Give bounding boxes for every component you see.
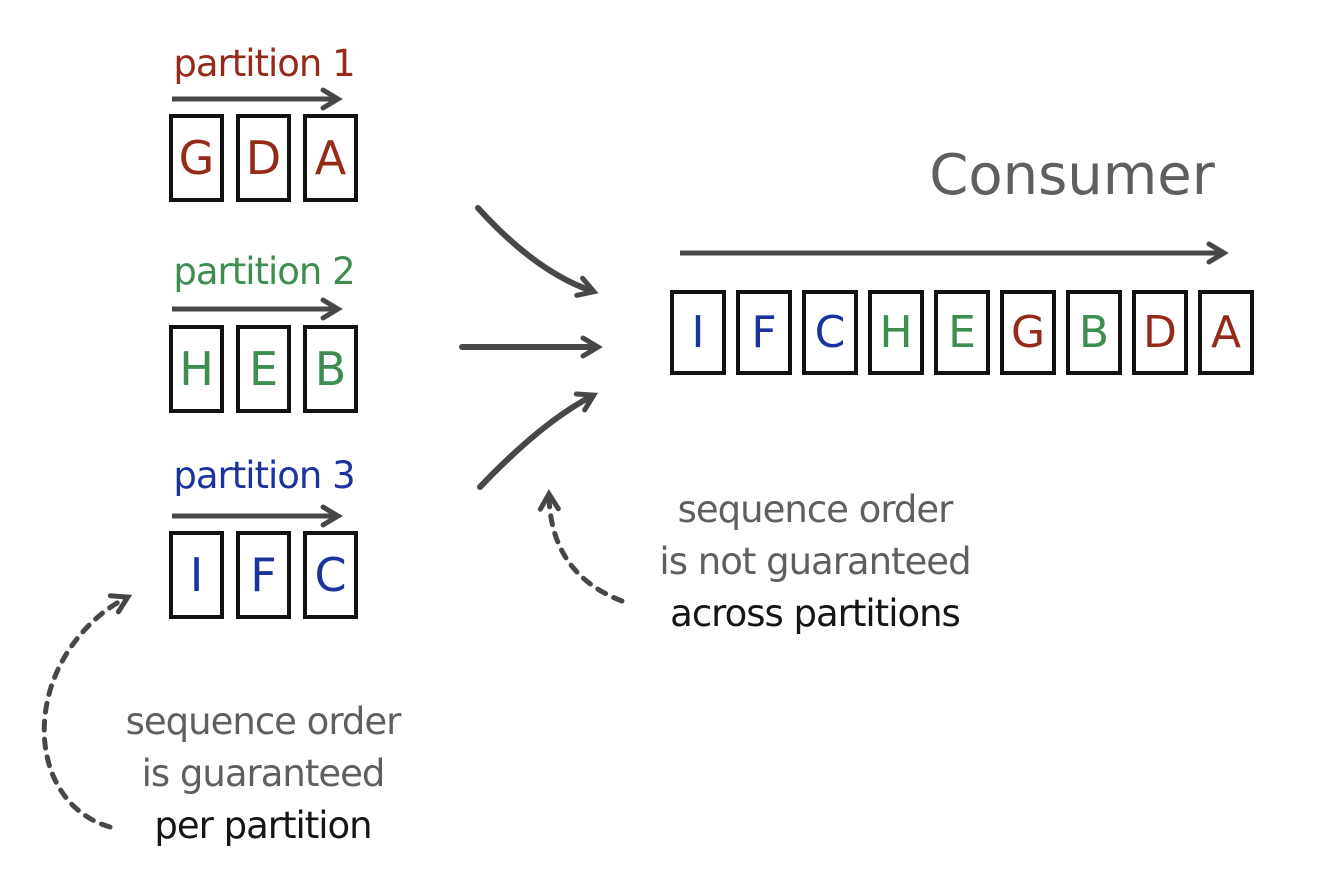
consumer-messages: I F C H E G B D A bbox=[670, 290, 1254, 375]
message-box: I bbox=[670, 290, 726, 375]
message-box: F bbox=[736, 290, 792, 375]
message-box: C bbox=[303, 531, 358, 619]
annotation-per-partition: sequence order is guaranteed per partiti… bbox=[83, 696, 443, 851]
message-box: E bbox=[236, 325, 291, 413]
message-box: F bbox=[236, 531, 291, 619]
partition-3-label: partition 3 bbox=[173, 454, 355, 497]
annotation-emphasis: per partition bbox=[154, 803, 372, 847]
partition-2-messages: H E B bbox=[169, 325, 358, 413]
annotation-line: is guaranteed bbox=[141, 751, 386, 795]
message-box: A bbox=[303, 114, 358, 202]
message-box: D bbox=[236, 114, 291, 202]
message-box: A bbox=[1198, 290, 1254, 375]
message-box: D bbox=[1132, 290, 1188, 375]
annotation-line: sequence order bbox=[677, 488, 954, 531]
message-box: E bbox=[934, 290, 990, 375]
partition-2-label: partition 2 bbox=[173, 250, 355, 293]
message-box: G bbox=[169, 114, 224, 202]
message-box: B bbox=[1066, 290, 1122, 375]
annotation-across-partitions: sequence order is not guaranteed across … bbox=[625, 484, 1005, 639]
merge-arrow-top bbox=[475, 205, 599, 298]
message-box: H bbox=[169, 325, 224, 413]
message-box: I bbox=[169, 531, 224, 619]
partition-1-label: partition 1 bbox=[173, 42, 355, 85]
consumer-title: Consumer bbox=[929, 143, 1215, 208]
annotation-emphasis: across partitions bbox=[670, 591, 961, 635]
dashed-arrow-across-partitions bbox=[537, 489, 625, 604]
dashed-arrow-per-partition bbox=[41, 593, 133, 830]
merge-arrow-bottom bbox=[477, 391, 599, 490]
message-box: H bbox=[868, 290, 924, 375]
message-box: G bbox=[1000, 290, 1056, 375]
annotation-line: sequence order bbox=[125, 700, 402, 743]
message-box: B bbox=[303, 325, 358, 413]
annotation-line: is not guaranteed bbox=[659, 539, 971, 583]
partition-1-messages: G D A bbox=[169, 114, 358, 202]
message-box: C bbox=[802, 290, 858, 375]
partition-3-messages: I F C bbox=[169, 531, 358, 619]
